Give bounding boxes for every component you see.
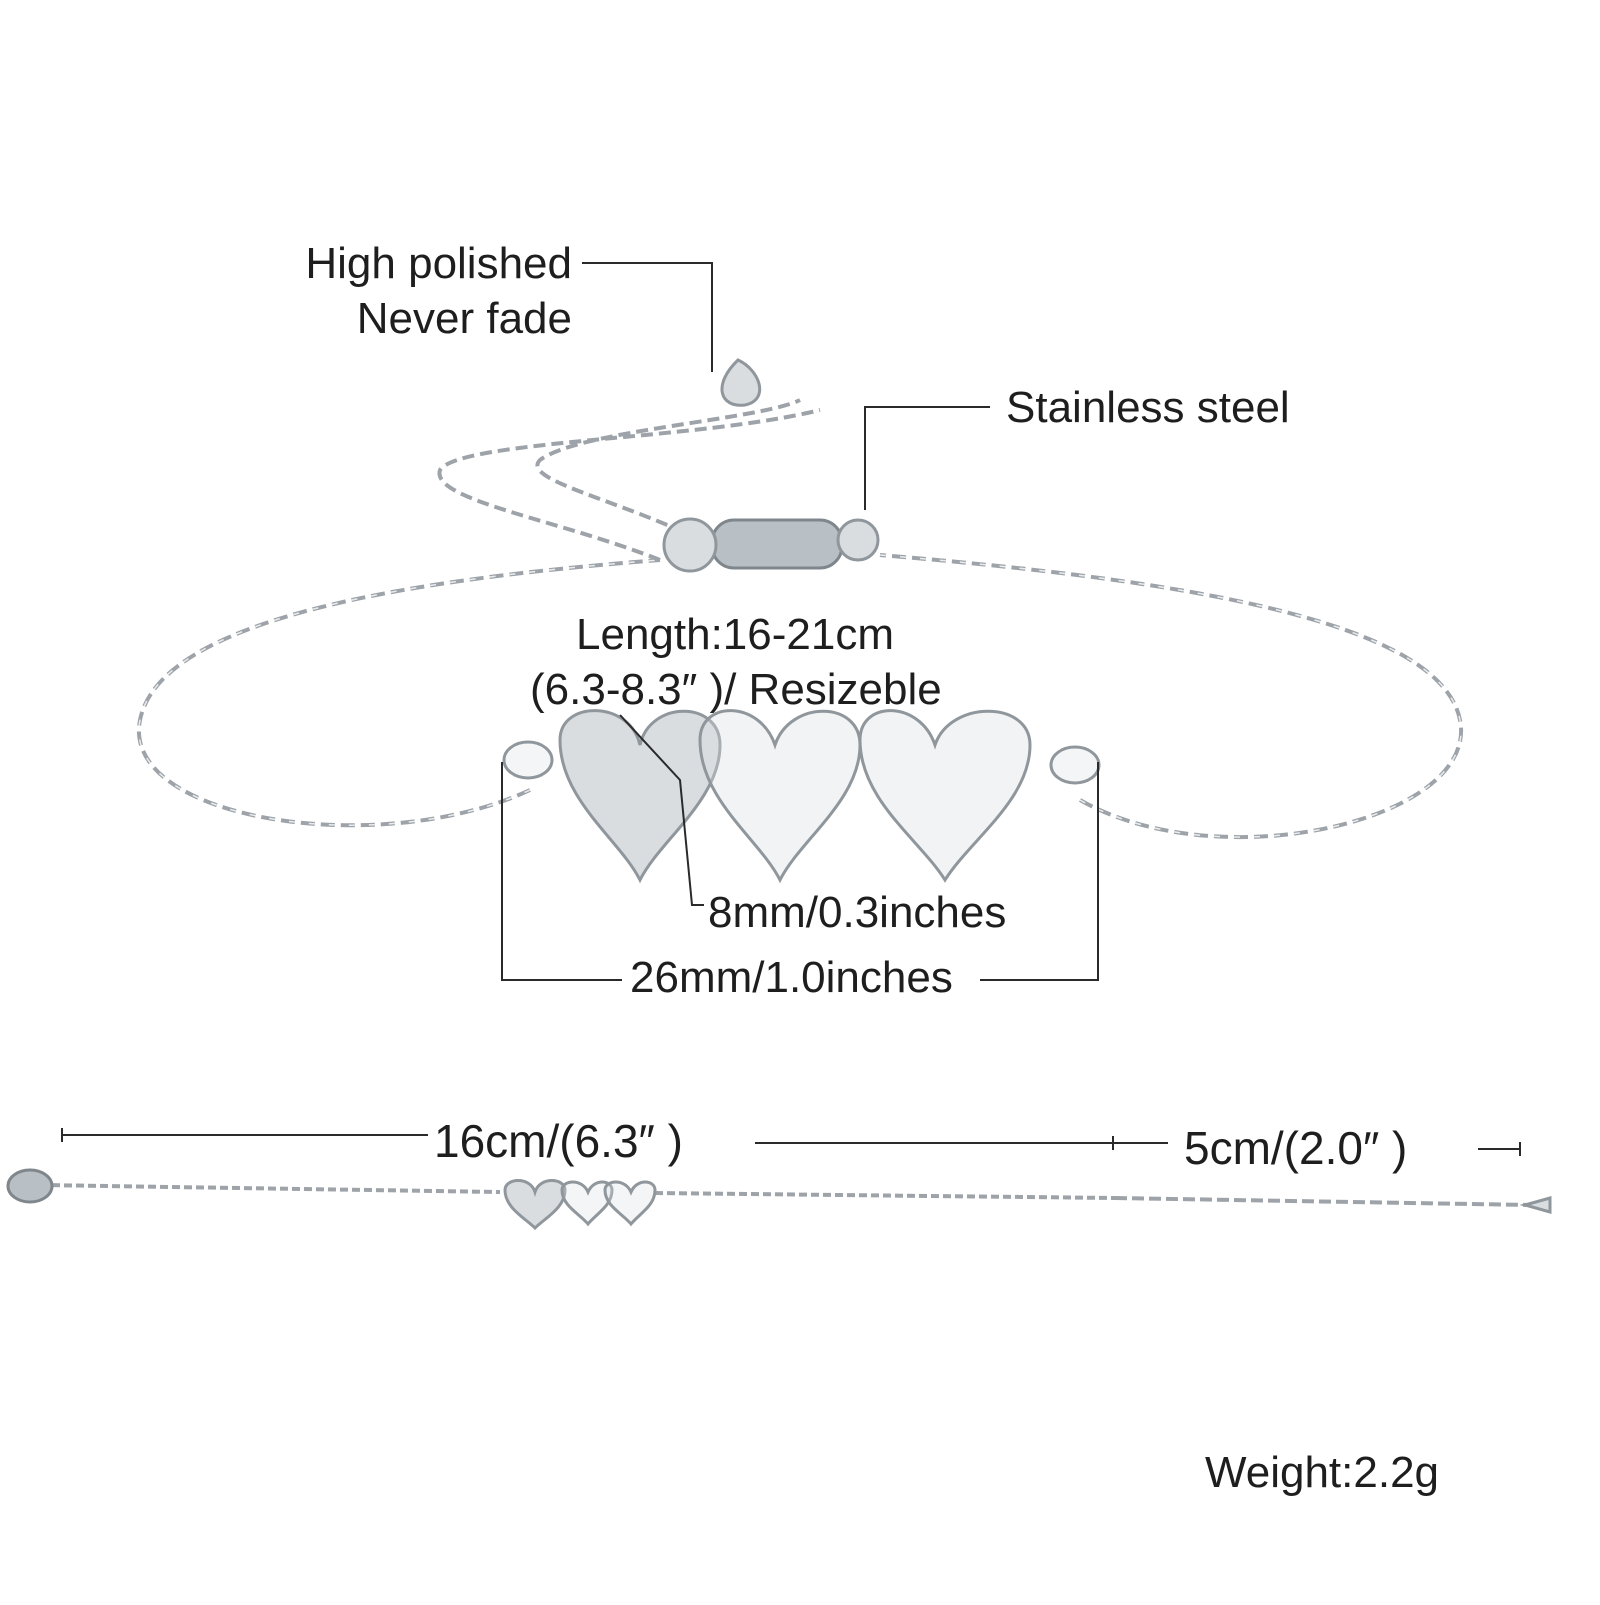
lower-bracelet [6,1128,1552,1231]
extension-chain-2 [535,398,801,542]
finish-label-line1: High polished [305,239,572,288]
pendant-loop-right [1049,745,1101,785]
material-leader-line [864,406,990,510]
material-label: Stainless steel [1006,383,1290,432]
pendant-loop-left [502,740,554,780]
extension-chain [437,408,821,562]
lower-lobster-clasp [6,1168,54,1204]
extension-length-label: 5cm/(2.0″ ) [1184,1122,1408,1174]
weight-label: Weight:2.2g [1205,1448,1440,1497]
lower-open-heart-1 [560,1180,614,1227]
drop-end-charm [720,358,762,407]
pendant-width-label: 26mm/1.0inches [630,953,953,1002]
finish-leader-line [582,262,713,372]
open-heart-1 [698,709,862,884]
solid-heart [558,709,722,884]
upper-bracelet [136,358,1464,840]
heart-pendant [502,709,1101,884]
length-label-line2: (6.3-8.3″ )/ Resizeble [530,665,942,714]
pendant-height-label: 8mm/0.3inches [708,888,1007,937]
jump-ring [662,517,718,573]
length-label-line1: Length:16-21cm [576,610,894,659]
lower-extension-chain [1114,1196,1531,1207]
main-length-label: 16cm/(6.3″ ) [434,1115,683,1167]
lower-drop-end [1519,1196,1552,1214]
width-leader-left [501,762,622,981]
width-leader-right [980,762,1099,981]
lower-main-chain-right [654,1191,1116,1200]
lower-open-heart-2 [603,1180,657,1227]
height-leader-line [619,714,704,906]
open-heart-2 [858,709,1032,883]
clasp-ring [836,518,880,562]
left-chain-highlight [138,559,661,826]
lobster-clasp [710,518,844,570]
right-chain-highlight [879,554,1462,838]
lower-main-chain-left [39,1183,501,1194]
finish-label-line2: Never fade [356,294,572,343]
lower-solid-heart [503,1179,567,1231]
